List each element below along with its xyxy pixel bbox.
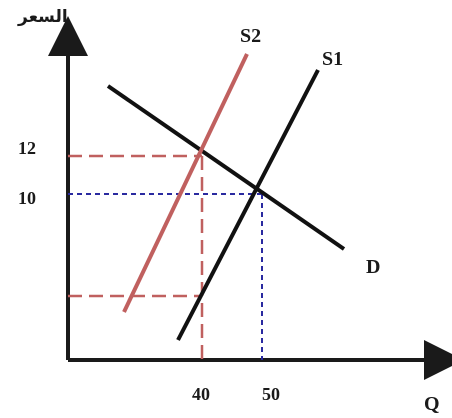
label-s2: S2	[240, 25, 261, 47]
price-tick-12: 12	[18, 138, 36, 158]
x-axis-label: Q	[424, 393, 440, 415]
supply-curve-s1	[176, 69, 320, 341]
demand-curve	[106, 84, 346, 251]
quantity-tick-50: 50	[262, 384, 280, 404]
label-s1: S1	[322, 48, 343, 70]
supply-curve-s2	[122, 53, 249, 313]
quantity-tick-40: 40	[192, 384, 210, 404]
y-axis-label: السعر	[17, 7, 68, 27]
price-tick-10: 10	[18, 188, 36, 208]
label-d: D	[366, 256, 380, 278]
